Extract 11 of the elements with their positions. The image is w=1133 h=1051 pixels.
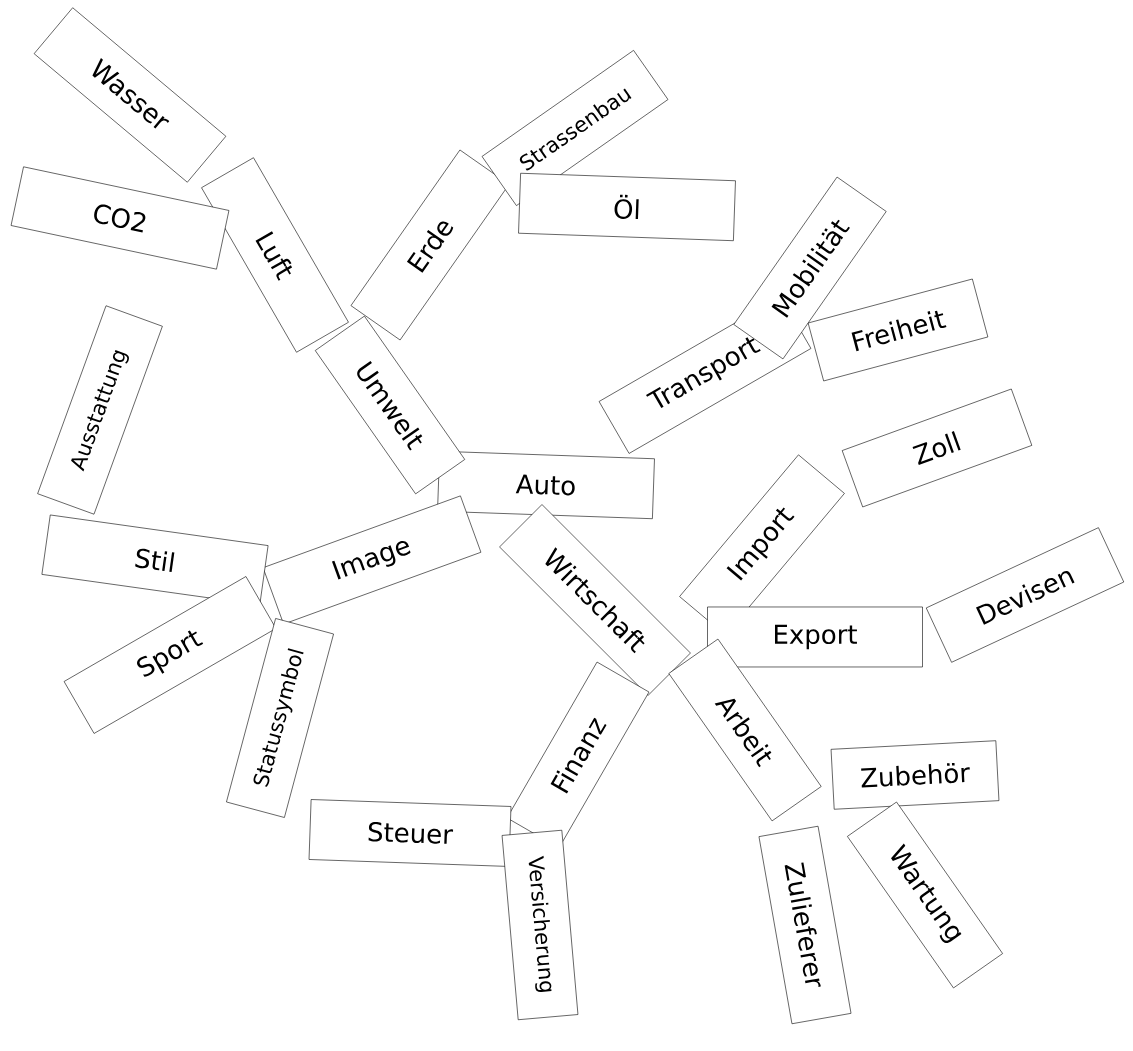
word-card: Stil xyxy=(41,514,269,606)
word-card: Image xyxy=(262,495,482,625)
word-card: Zoll xyxy=(841,388,1033,508)
word-card: Auto xyxy=(437,450,655,519)
word-card: Öl xyxy=(518,172,736,241)
word-card: Zulieferer xyxy=(758,825,852,1025)
word-card: CO2 xyxy=(10,166,230,270)
word-card: Steuer xyxy=(308,799,512,867)
word-card: Versicherung xyxy=(501,829,579,1021)
word-card: Export xyxy=(707,606,923,668)
word-card: Zubehör xyxy=(830,740,1000,810)
